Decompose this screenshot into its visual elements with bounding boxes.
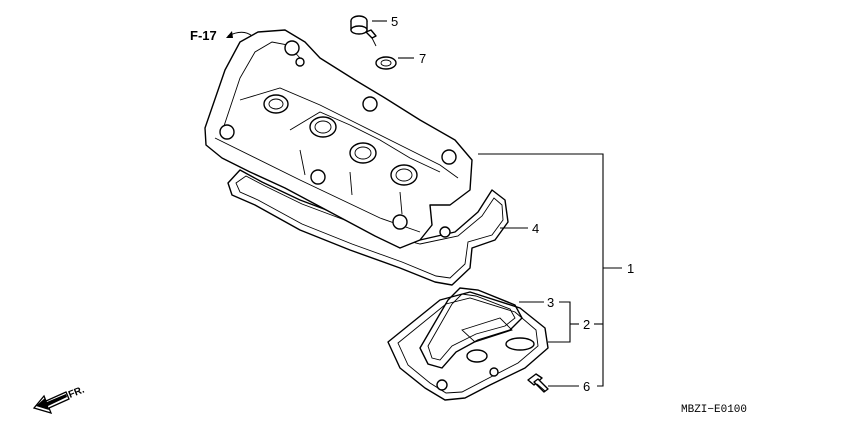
callout-5[interactable]: 5	[391, 14, 398, 29]
diagram-code: MBZI−E0100	[681, 404, 747, 416]
callout-3[interactable]: 3	[547, 295, 554, 310]
breather-gasket-part-3	[419, 287, 523, 369]
callout-7[interactable]: 7	[419, 51, 426, 66]
front-direction-label: FR.	[67, 384, 86, 400]
bracket-1	[478, 153, 604, 387]
breather-bolt-part-6	[527, 373, 549, 393]
callout-6[interactable]: 6	[583, 379, 590, 394]
callout-2[interactable]: 2	[583, 317, 590, 332]
front-direction-arrow	[32, 391, 70, 415]
callout-1[interactable]: 1	[627, 261, 634, 276]
reference-page-label[interactable]: F-17	[190, 28, 217, 43]
cylinder-head-cover-part-1	[204, 29, 473, 249]
cover-bolt-part-5	[350, 15, 377, 47]
reference-arrow-head	[226, 31, 233, 38]
washer-part-7	[375, 56, 397, 70]
bracket-2	[548, 301, 571, 343]
callout-4[interactable]: 4	[532, 221, 539, 236]
